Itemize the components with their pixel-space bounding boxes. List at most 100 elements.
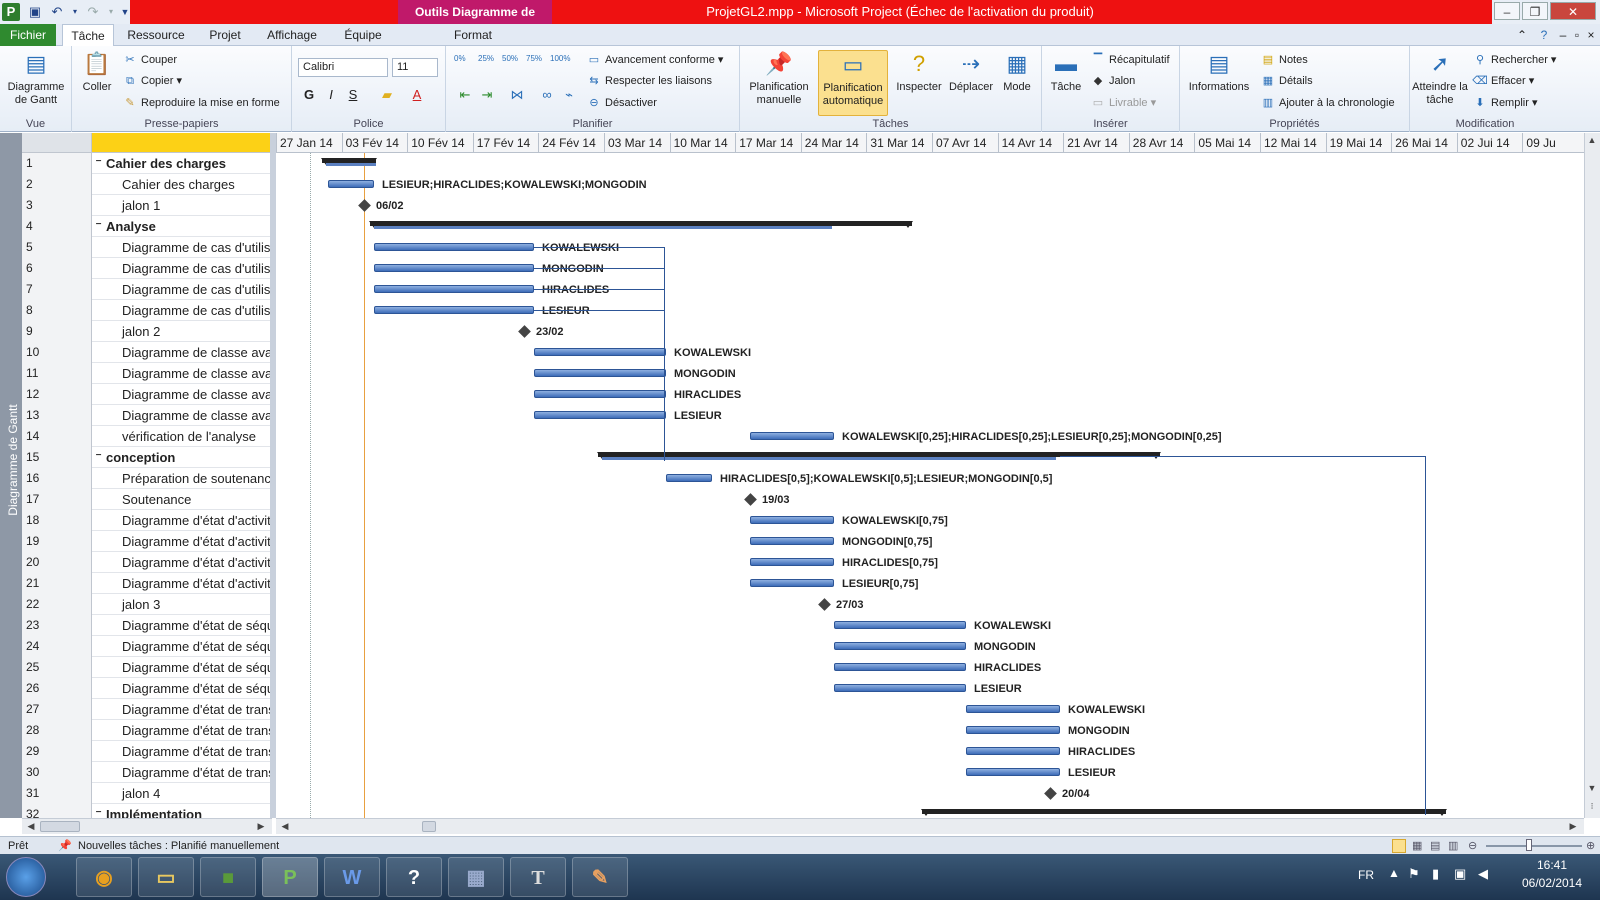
- network-icon[interactable]: ▣: [1454, 866, 1467, 881]
- task-name-cell[interactable]: Diagramme de cas d'utilisation: [92, 279, 270, 300]
- summary-bar[interactable]: [321, 158, 377, 165]
- task-name-cell[interactable]: Diagramme d'état d'activité: [92, 531, 270, 552]
- paint-taskbar-icon[interactable]: ✎: [572, 857, 628, 897]
- row-id[interactable]: 22: [22, 594, 92, 615]
- milestone-diamond[interactable]: [818, 598, 831, 611]
- tex-taskbar-icon[interactable]: T: [510, 857, 566, 897]
- dependency-link[interactable]: [1425, 456, 1426, 815]
- task-name-cell[interactable]: Diagramme de classe avancé: [92, 405, 270, 426]
- task-bar[interactable]: [966, 726, 1060, 734]
- row-id[interactable]: 9: [22, 321, 92, 342]
- summary-bar[interactable]: [369, 221, 913, 228]
- task-bar[interactable]: [534, 411, 666, 419]
- task-name-column-header[interactable]: [92, 133, 270, 153]
- format-painter-button[interactable]: ✎Reproduire la mise en forme: [122, 94, 279, 112]
- task-bar[interactable]: [374, 285, 534, 293]
- task-name-cell[interactable]: Diagramme d'état d'activité: [92, 573, 270, 594]
- scroll-up-icon[interactable]: ▲: [1587, 135, 1597, 145]
- project-app-icon[interactable]: P: [2, 3, 20, 21]
- scroll-split-icon[interactable]: ⁝: [1590, 801, 1594, 811]
- help-taskbar-icon[interactable]: ?: [386, 857, 442, 897]
- task-name-cell[interactable]: Diagramme d'état d'activité: [92, 552, 270, 573]
- task-bar[interactable]: [328, 180, 374, 188]
- cut-button[interactable]: ✂Couper: [122, 51, 177, 69]
- row-id[interactable]: 7: [22, 279, 92, 300]
- link-tasks-icon[interactable]: ∞: [542, 87, 552, 102]
- new-tasks-mode[interactable]: Nouvelles tâches : Planifié manuellement: [78, 840, 280, 852]
- task-name-cell[interactable]: Diagramme de cas d'utilisation: [92, 237, 270, 258]
- row-id[interactable]: 20: [22, 552, 92, 573]
- copy-button[interactable]: ⧉Copier ▾: [122, 72, 182, 90]
- task-name-cell[interactable]: Diagramme d'état de transition: [92, 762, 270, 783]
- paste-button[interactable]: 📋 Coller: [78, 50, 116, 94]
- row-id[interactable]: 25: [22, 657, 92, 678]
- row-id[interactable]: 23: [22, 615, 92, 636]
- battery-icon[interactable]: ▮: [1432, 866, 1440, 881]
- timeline-button[interactable]: ▥Ajouter à la chronologie: [1260, 94, 1395, 112]
- help-icon[interactable]: ?: [1540, 28, 1548, 42]
- task-name-cell[interactable]: jalon 3: [92, 594, 270, 615]
- font-name-select[interactable]: Calibri: [298, 58, 388, 77]
- project-taskbar-icon[interactable]: P: [262, 857, 318, 897]
- row-id[interactable]: 3: [22, 195, 92, 216]
- task-name-cell[interactable]: Diagramme d'état de transition: [92, 741, 270, 762]
- gantt-scroll-thumb[interactable]: [422, 821, 436, 832]
- task-bar[interactable]: [666, 474, 712, 482]
- maximize-button[interactable]: ❐: [1522, 2, 1548, 20]
- row-id[interactable]: 15: [22, 447, 92, 468]
- summary-progress[interactable]: [326, 163, 376, 166]
- task-name-cell[interactable]: Diagramme de cas d'utilisation: [92, 258, 270, 279]
- split-task-icon[interactable]: ⋈: [510, 87, 524, 102]
- milestone-diamond[interactable]: [1044, 787, 1057, 800]
- doc-close-icon[interactable]: ×: [1587, 28, 1595, 42]
- row-id[interactable]: 28: [22, 720, 92, 741]
- font-color-icon[interactable]: A: [412, 87, 422, 102]
- gantt-view-shortcut-icon[interactable]: [1392, 839, 1406, 853]
- table-scroll-left-icon[interactable]: ◀: [27, 821, 35, 831]
- inspect-button[interactable]: ? Inspecter: [894, 50, 944, 94]
- redo-dropdown-icon[interactable]: ▾: [108, 7, 113, 16]
- task-bar[interactable]: [834, 663, 966, 671]
- tab-fichier[interactable]: Fichier: [0, 24, 56, 46]
- task-name-cell[interactable]: Diagramme d'état de séquence: [92, 678, 270, 699]
- italic-button[interactable]: I: [329, 87, 333, 102]
- zoom-slider-thumb[interactable]: [1526, 839, 1532, 851]
- row-id[interactable]: 18: [22, 510, 92, 531]
- task-name-cell[interactable]: Cahier des charges: [92, 174, 270, 195]
- goto-task-button[interactable]: ➚ Atteindre la tâche: [1412, 50, 1468, 107]
- tab-tache[interactable]: Tâche: [62, 24, 114, 47]
- unlink-tasks-icon[interactable]: ⌁: [565, 87, 573, 102]
- information-button[interactable]: ▤ Informations: [1184, 50, 1254, 94]
- customize-qat-icon[interactable]: ▼: [120, 7, 130, 17]
- sheet-view-shortcut-icon[interactable]: ▥: [1448, 840, 1459, 852]
- collapse-icon[interactable]: −: [95, 807, 102, 818]
- fill-button[interactable]: ⬇Remplir ▾: [1472, 94, 1537, 112]
- milestone-button[interactable]: ◆Jalon: [1090, 72, 1136, 90]
- task-name-cell[interactable]: Diagramme de classe avancé: [92, 342, 270, 363]
- notes-button[interactable]: ▤Notes: [1260, 51, 1308, 69]
- task-bar[interactable]: [374, 264, 534, 272]
- save-icon[interactable]: ▣: [28, 4, 42, 19]
- task-name-cell[interactable]: Diagramme d'état de transition: [92, 720, 270, 741]
- task-name-cell[interactable]: Diagramme de cas d'utilisation: [92, 300, 270, 321]
- clear-button[interactable]: ⌫Effacer ▾: [1472, 72, 1534, 90]
- row-id[interactable]: 14: [22, 426, 92, 447]
- task-name-cell[interactable]: Diagramme de classe avancé: [92, 363, 270, 384]
- collapse-icon[interactable]: −: [95, 219, 102, 230]
- task-bar[interactable]: [374, 243, 534, 251]
- font-size-select[interactable]: 11: [392, 58, 438, 77]
- word-taskbar-icon[interactable]: W: [324, 857, 380, 897]
- manual-schedule-button[interactable]: 📌 Planification manuelle: [744, 50, 814, 107]
- team-view-shortcut-icon[interactable]: ▤: [1430, 840, 1441, 852]
